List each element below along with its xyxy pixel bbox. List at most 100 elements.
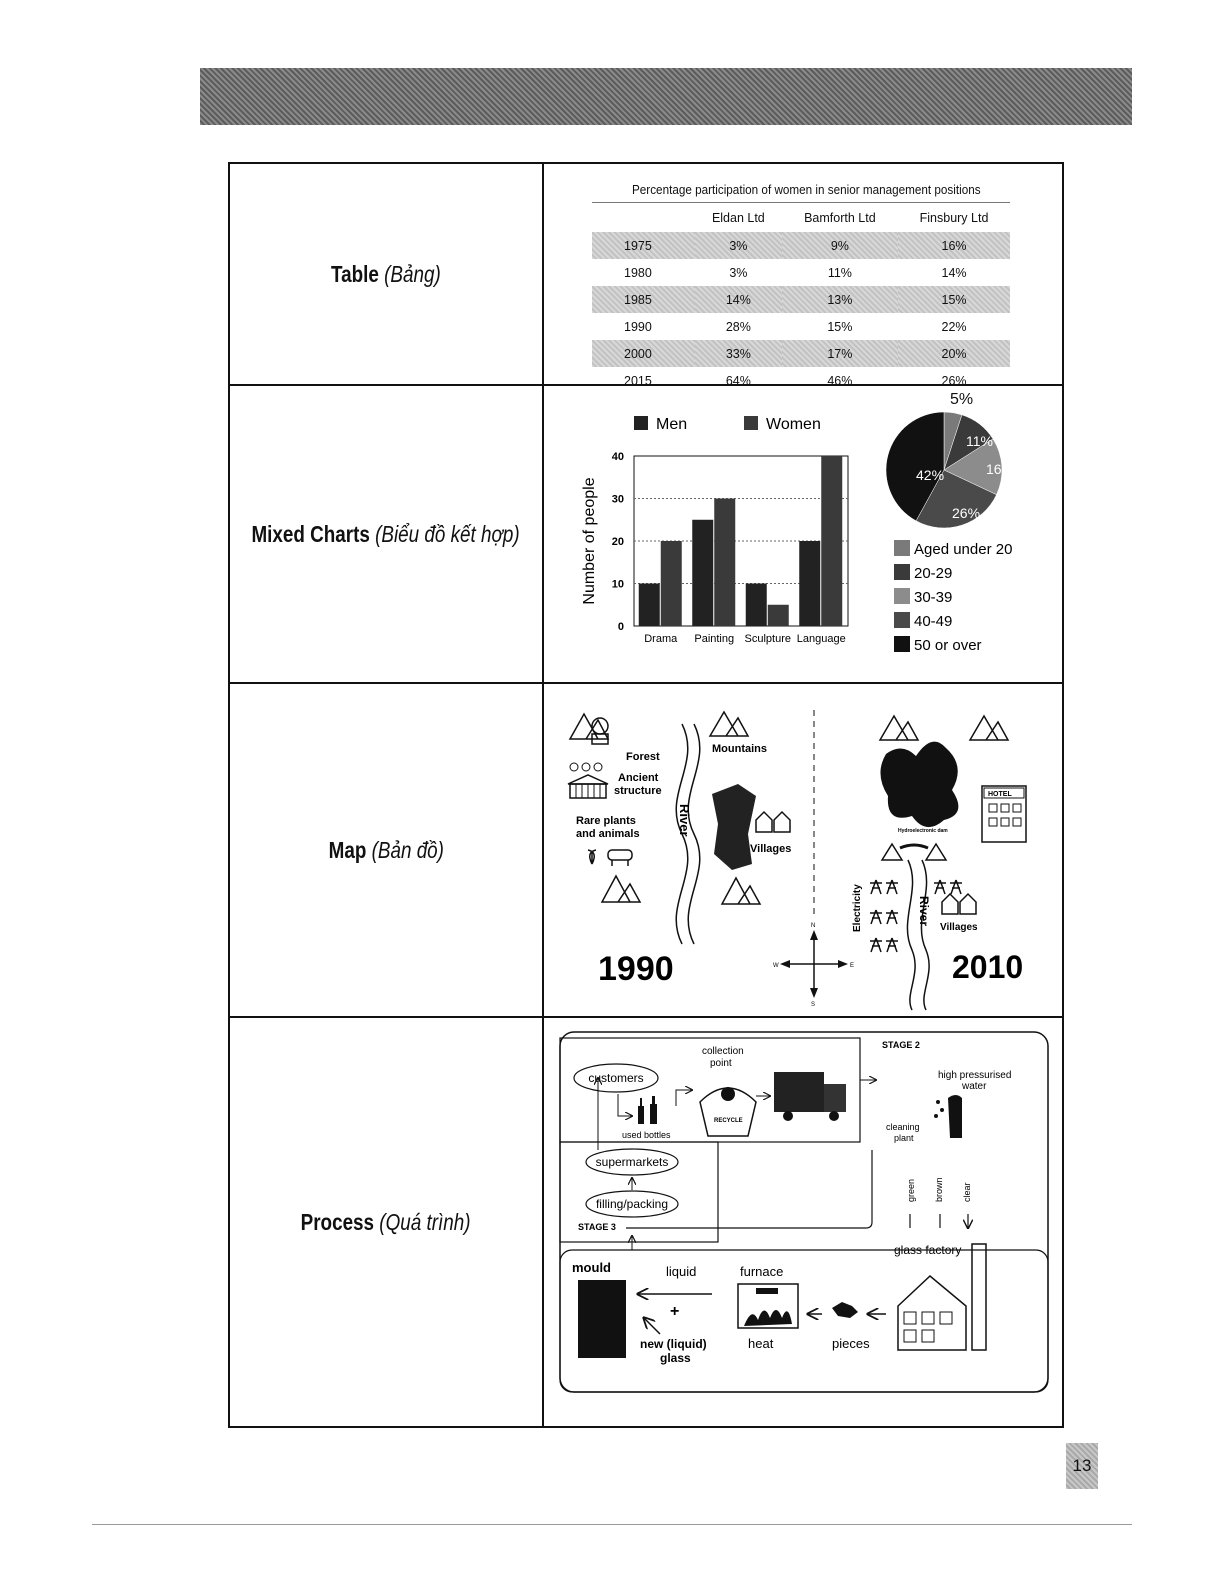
table-cell: 64% [725, 373, 751, 388]
compass-icon: N S W E [773, 923, 854, 1008]
table-cell: 15% [898, 286, 1010, 313]
y-tick-label: 10 [612, 579, 624, 591]
label-forest: Forest [626, 751, 660, 763]
customers-oval [573, 1063, 659, 1093]
y-tick-label: 0 [618, 621, 624, 633]
mountain-icon [878, 714, 920, 741]
svg-text:N: N [811, 923, 815, 929]
table-cell: 22% [941, 319, 967, 334]
label-river-1990: River [677, 804, 692, 837]
header-banner [200, 68, 1132, 125]
table-header-cell [592, 204, 695, 232]
dam-icon [899, 843, 929, 850]
pylon-icon [950, 879, 962, 895]
pylon-icon [870, 937, 882, 953]
label-new-glass: new (liquid)glass [640, 1337, 707, 1365]
table-cell: 20% [898, 340, 1010, 367]
bar [660, 541, 682, 626]
label-stage3: STAGE 3 [578, 1222, 616, 1232]
legend-label: Aged under 20 [914, 541, 1012, 558]
label-stage2: STAGE 2 [882, 1040, 920, 1050]
mountain-icon [600, 874, 642, 903]
legend-label: 50 or over [914, 637, 982, 654]
row-label-cell: Table (Bảng) [230, 164, 544, 384]
label-mountains: Mountains [712, 743, 767, 755]
svg-text:HOTEL: HOTEL [988, 791, 1012, 798]
lake-shape [712, 784, 756, 870]
pie-slice-label: 16% [986, 461, 1014, 477]
x-tick-label: Sculpture [745, 633, 791, 645]
supermarkets-oval [585, 1148, 679, 1176]
footer-rule [92, 1524, 1132, 1525]
forest-icon [591, 717, 609, 745]
legend-label: 20-29 [914, 565, 952, 582]
legend-label: Women [766, 416, 821, 433]
page-number: 13 [1066, 1443, 1098, 1489]
factory-icon [897, 1243, 987, 1351]
table-cell: 11% [827, 265, 852, 280]
bar [767, 604, 789, 626]
bar [745, 583, 767, 626]
table-cell: 1980 [624, 265, 652, 280]
pie-slice-label: 5% [950, 391, 973, 408]
svg-text:RECYCLE: RECYCLE [714, 1118, 743, 1124]
truck-icon [774, 1072, 846, 1121]
hotel-icon: HOTEL [981, 785, 1027, 843]
table-cell: 15% [827, 319, 853, 334]
bar [714, 498, 736, 626]
mountain-icon [708, 710, 750, 737]
row-label-cell: Mixed Charts (Biểu đồ kết hợp) [230, 386, 544, 682]
table-cell: 14% [941, 265, 967, 280]
label-pieces: pieces [832, 1336, 870, 1351]
mountain-icon [720, 876, 762, 905]
x-tick-label: Language [797, 633, 846, 645]
label-liquid: liquid [666, 1264, 696, 1279]
bottles-icon [638, 1096, 657, 1124]
label-clear: clear [962, 1182, 972, 1202]
label-used-bottles: used bottles [622, 1130, 671, 1140]
plant-animal-icon [587, 849, 633, 866]
table-cell: Percentage participation of women in sen… [542, 164, 1062, 388]
table-cell: 16% [898, 232, 1010, 259]
legend-swatch [894, 588, 910, 604]
label-plus: + [670, 1303, 679, 1320]
label-customers: customers [588, 1071, 643, 1085]
pylon-icon [886, 937, 898, 953]
label-dam: Hydroelectronic dam [898, 828, 948, 834]
table-header-cell: Bamforth Ltd [804, 211, 876, 225]
row-label-table: Table (Bảng) [331, 260, 441, 287]
house-icon [755, 810, 791, 833]
legend-swatch [894, 540, 910, 556]
y-tick-label: 40 [612, 451, 624, 463]
pylon-icon [870, 879, 882, 895]
label-supermarkets: supermarkets [596, 1155, 669, 1169]
table-cell: 1975 [592, 232, 695, 259]
table-cell: 3% [695, 232, 782, 259]
table-rule [592, 202, 1010, 203]
table-header-cell: Eldan Ltd [711, 211, 765, 225]
label-mould: mould [572, 1260, 611, 1275]
x-tick-label: Painting [694, 633, 734, 645]
table-cell: 13% [781, 286, 899, 313]
label-filling: filling/packing [596, 1197, 668, 1211]
pie-slice [885, 411, 945, 522]
filling-oval [585, 1190, 679, 1218]
table-cell: 28% [725, 319, 751, 334]
legend-label: 40-49 [914, 613, 952, 630]
legend-swatch [634, 416, 648, 430]
row-label-cell: Map (Bản đồ) [230, 684, 544, 1016]
legend-swatch [894, 636, 910, 652]
y-axis-label: Number of people [581, 477, 598, 604]
pie-slice-label: 11% [966, 433, 993, 449]
overview-grid: Table (Bảng) Percentage participation of… [228, 162, 1064, 1428]
